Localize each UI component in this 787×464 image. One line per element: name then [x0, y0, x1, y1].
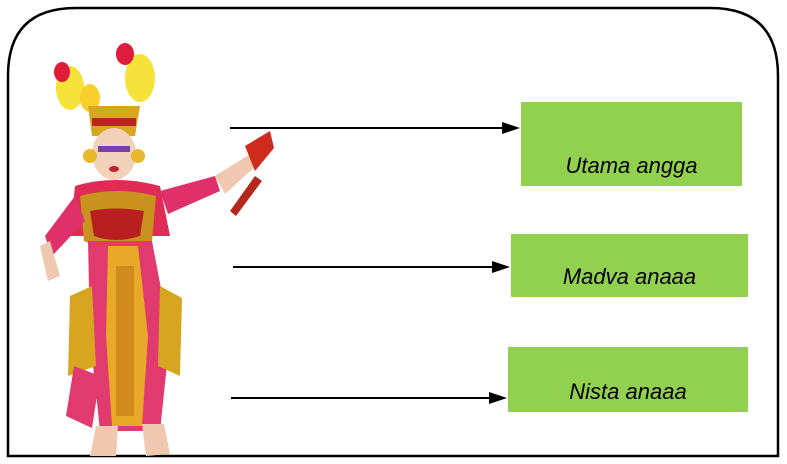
label-box-madva-anaaa: Madva anaaa: [511, 234, 748, 297]
label-text: Nista anaaa: [569, 379, 687, 404]
label-box-nista-anaaa: Nista anaaa: [508, 347, 748, 412]
arrow-1: [230, 122, 520, 134]
dancer-image: [40, 43, 274, 456]
diagram-frame: [6, 6, 780, 458]
label-box-utama-angga: Utama angga: [521, 102, 742, 186]
arrow-2: [233, 261, 510, 273]
label-text: Utama angga: [565, 153, 698, 178]
label-text: Madva anaaa: [562, 264, 697, 289]
arrow-3: [231, 392, 507, 404]
